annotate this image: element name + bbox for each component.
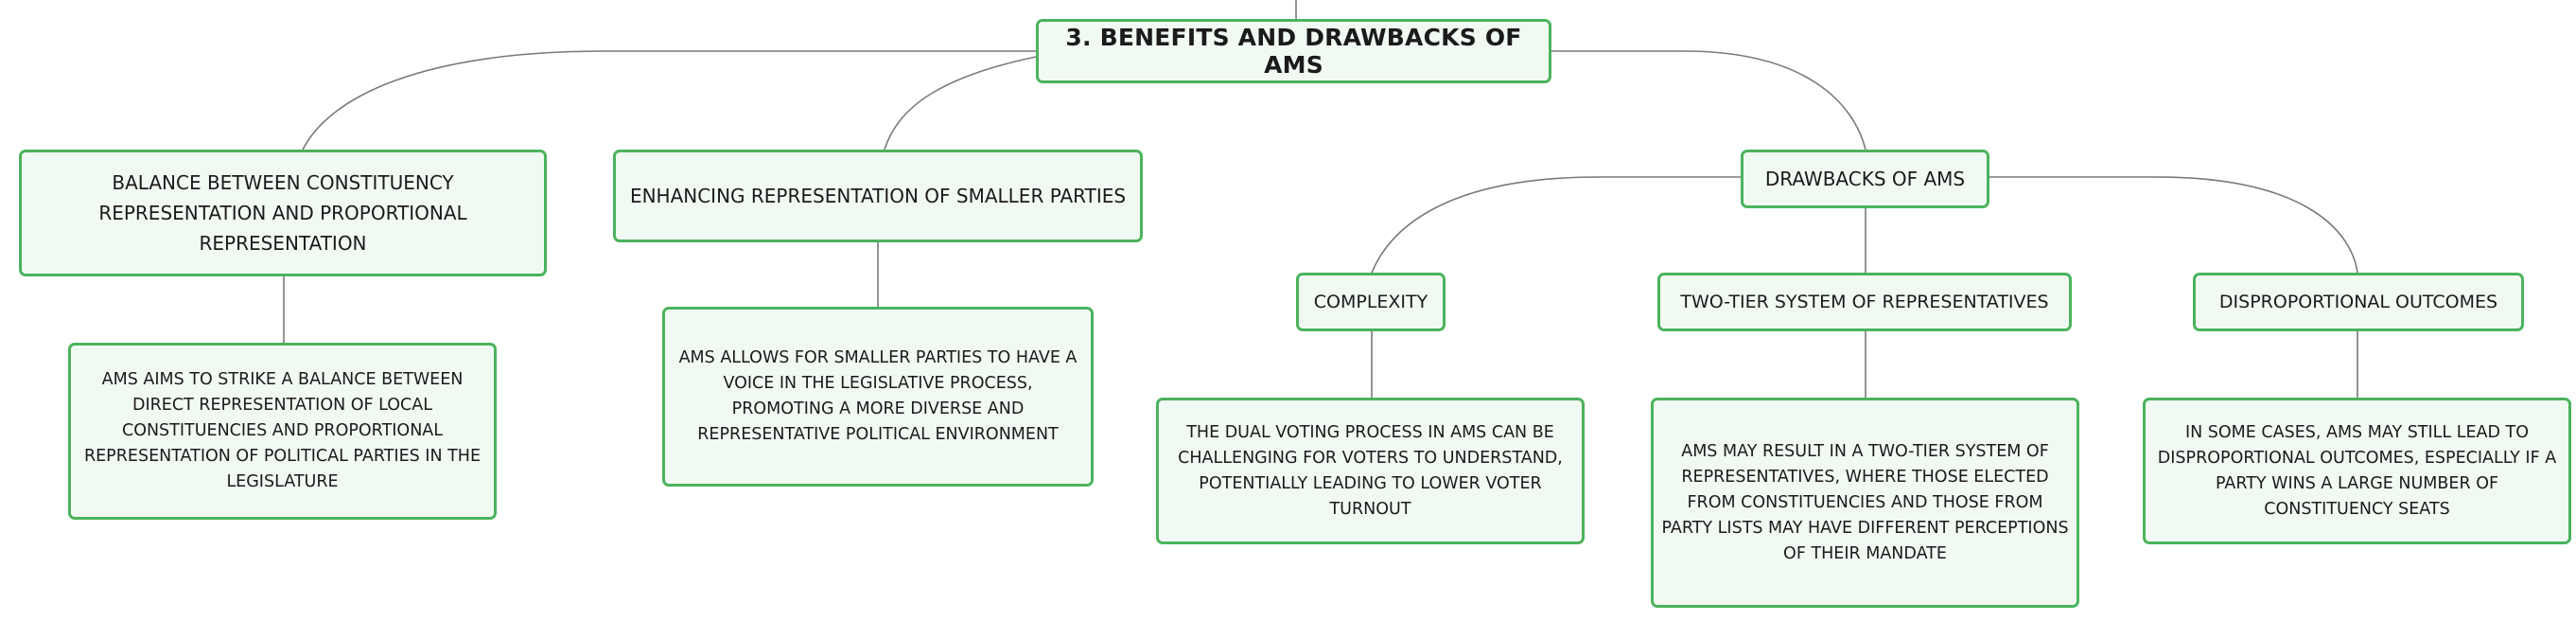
balance-representation-node[interactable]: BALANCE BETWEEN CONSTITUENCY REPRESENTAT… bbox=[19, 150, 547, 276]
connector-root-to-drawbacks bbox=[1551, 50, 1866, 151]
connector-drawbacks-to-disproportional bbox=[1989, 176, 2358, 274]
connector-drawbacks-to-complexity bbox=[1371, 176, 1741, 274]
complexity-label: COMPLEXITY bbox=[1313, 292, 1428, 312]
complexity-node[interactable]: COMPLEXITY bbox=[1296, 273, 1446, 331]
smaller-parties-detail-text: AMS ALLOWS FOR SMALLER PARTIES TO HAVE A… bbox=[678, 348, 1078, 444]
two-tier-system-node[interactable]: TWO-TIER SYSTEM OF REPRESENTATIVES bbox=[1657, 273, 2072, 331]
disproportional-outcomes-node[interactable]: DISPROPORTIONAL OUTCOMES bbox=[2193, 273, 2524, 331]
balance-representation-label: BALANCE BETWEEN CONSTITUENCY REPRESENTAT… bbox=[98, 171, 467, 255]
drawbacks-node[interactable]: DRAWBACKS OF AMS bbox=[1741, 150, 1989, 208]
drawbacks-label: DRAWBACKS OF AMS bbox=[1764, 168, 1966, 190]
connector-root-to-smaller-parties bbox=[884, 56, 1037, 151]
balance-representation-detail-text: AMS AIMS TO STRIKE A BALANCE BETWEEN DIR… bbox=[83, 370, 482, 491]
connector-root-to-balance bbox=[302, 50, 1036, 151]
two-tier-system-detail-text: AMS MAY RESULT IN A TWO-TIER SYSTEM OF R… bbox=[1661, 441, 2069, 563]
balance-representation-detail-node[interactable]: AMS AIMS TO STRIKE A BALANCE BETWEEN DIR… bbox=[68, 343, 497, 520]
smaller-parties-node[interactable]: ENHANCING REPRESENTATION OF SMALLER PART… bbox=[613, 150, 1143, 242]
two-tier-system-detail-node[interactable]: AMS MAY RESULT IN A TWO-TIER SYSTEM OF R… bbox=[1651, 398, 2079, 608]
disproportional-outcomes-detail-node[interactable]: IN SOME CASES, AMS MAY STILL LEAD TO DIS… bbox=[2143, 398, 2571, 544]
two-tier-system-label: TWO-TIER SYSTEM OF REPRESENTATIVES bbox=[1680, 292, 2049, 312]
disproportional-outcomes-detail-text: IN SOME CASES, AMS MAY STILL LEAD TO DIS… bbox=[2157, 422, 2557, 519]
smaller-parties-detail-node[interactable]: AMS ALLOWS FOR SMALLER PARTIES TO HAVE A… bbox=[662, 307, 1094, 487]
root-topic-node[interactable]: 3. BENEFITS AND DRAWBACKS OF AMS bbox=[1036, 19, 1551, 83]
complexity-detail-text: THE DUAL VOTING PROCESS IN AMS CAN BE CH… bbox=[1178, 422, 1563, 519]
root-topic-label: 3. BENEFITS AND DRAWBACKS OF AMS bbox=[1065, 24, 1522, 79]
complexity-detail-node[interactable]: THE DUAL VOTING PROCESS IN AMS CAN BE CH… bbox=[1156, 398, 1585, 544]
disproportional-outcomes-label: DISPROPORTIONAL OUTCOMES bbox=[2218, 292, 2498, 312]
smaller-parties-label: ENHANCING REPRESENTATION OF SMALLER PART… bbox=[629, 185, 1127, 207]
